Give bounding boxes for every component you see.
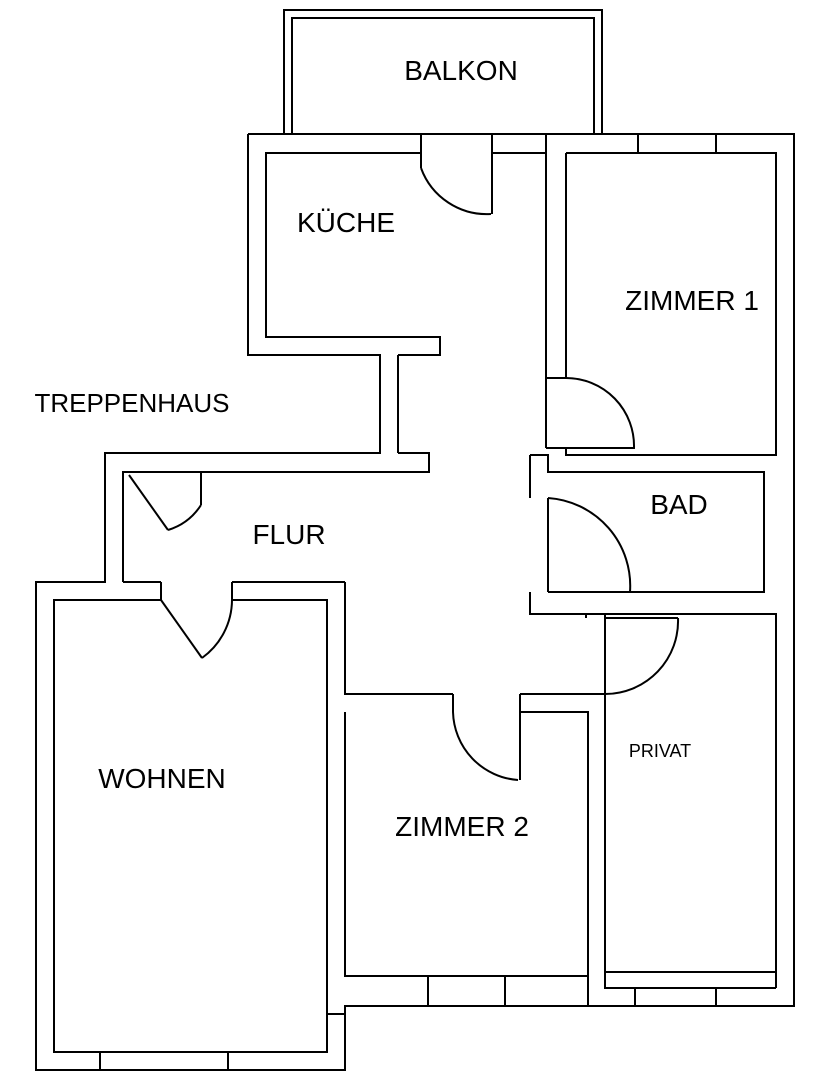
door-zimmer1 bbox=[546, 377, 636, 449]
label-treppenhaus: TREPPENHAUS bbox=[34, 388, 229, 418]
label-privat: PRIVAT bbox=[629, 741, 691, 761]
label-zimmer2: ZIMMER 2 bbox=[395, 811, 529, 842]
center-walls bbox=[529, 134, 777, 988]
label-bad: BAD bbox=[650, 489, 708, 520]
privat-walls bbox=[604, 614, 776, 989]
windows bbox=[99, 134, 717, 1070]
label-balkon: BALKON bbox=[404, 55, 518, 86]
outer-wall bbox=[35, 133, 795, 1071]
door-privat bbox=[604, 617, 680, 696]
label-kueche: KÜCHE bbox=[297, 207, 395, 238]
door-entrance bbox=[128, 472, 202, 531]
label-wohnen: WOHNEN bbox=[98, 763, 226, 794]
kitchen-walls bbox=[122, 152, 546, 582]
door-kitchen bbox=[420, 134, 493, 216]
label-flur: FLUR bbox=[252, 519, 325, 550]
zimmer2-walls bbox=[344, 582, 605, 1006]
door-bad bbox=[547, 497, 632, 593]
label-zimmer1: ZIMMER 1 bbox=[625, 285, 759, 316]
door-zimmer2 bbox=[452, 694, 521, 781]
door-wohnen bbox=[160, 582, 233, 659]
wohnen-walls bbox=[53, 581, 345, 1053]
